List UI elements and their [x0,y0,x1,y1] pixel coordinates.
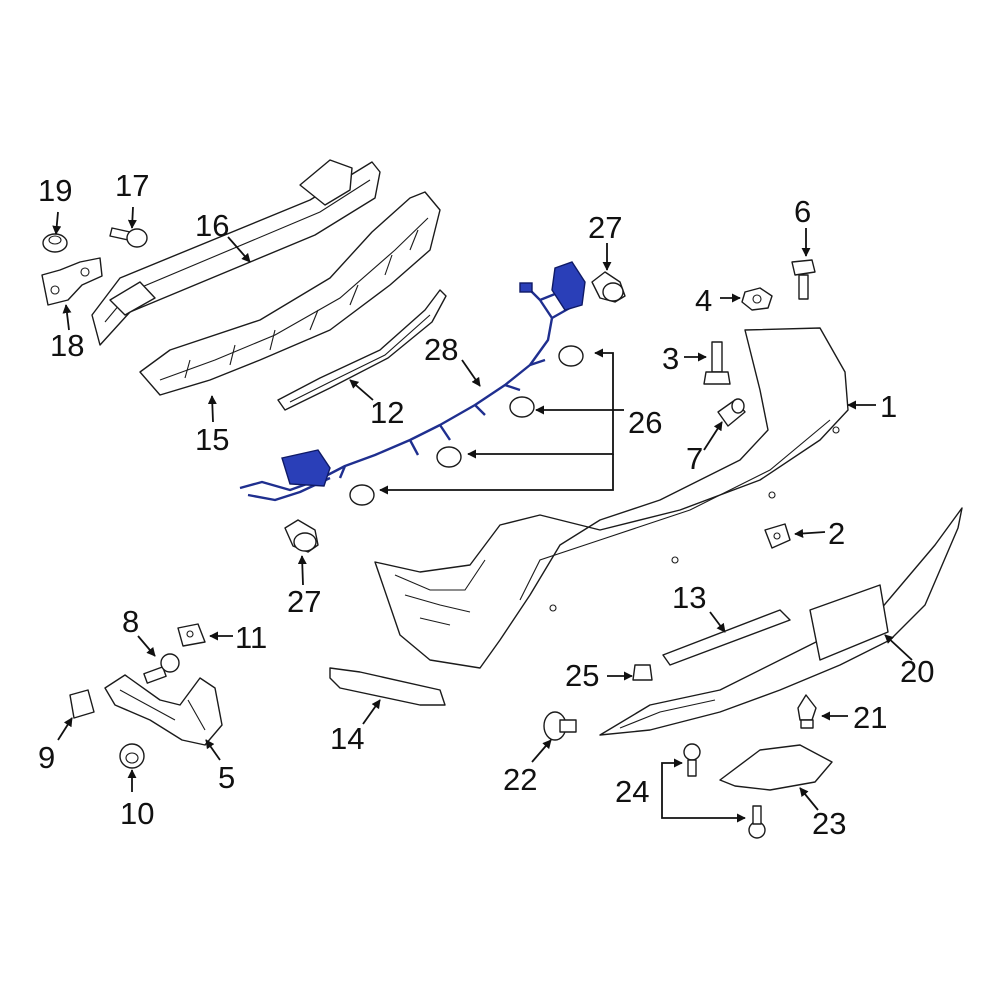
callout-5: 5 [218,760,236,795]
part-17-bolt [109,227,148,248]
callout-23: 23 [812,806,847,841]
callout-15: 15 [195,422,230,457]
callout-1: 1 [880,389,898,424]
part-8-bolt [143,653,180,684]
callout-20: 20 [900,654,935,689]
callout-8: 8 [122,604,140,639]
callout-4: 4 [695,283,713,318]
callout-21: 21 [853,700,888,735]
part-18-bracket [41,257,103,306]
callout-24: 24 [615,774,650,809]
callout-10: 10 [120,796,155,831]
callout-27-lower: 27 [287,584,322,619]
callout-9: 9 [38,740,56,775]
part-3-stud-bolt [703,341,731,385]
part-23-reflector [719,744,833,791]
callout-27-upper: 27 [588,210,623,245]
callout-14: 14 [330,721,365,756]
part-2-clip [764,523,791,549]
part-1-bumper-cover [374,327,849,669]
callout-19: 19 [38,173,73,208]
callout-17: 17 [115,168,150,203]
part-21-push-clip [797,694,817,729]
part-9-clip [69,689,95,719]
callout-26: 26 [628,405,663,440]
part-22-grommet [543,711,577,741]
leader-lines [52,206,913,823]
part-25-clip [632,664,653,681]
callout-12: 12 [370,395,405,430]
harness-connector-left [281,449,331,487]
part-5-bracket [104,674,223,746]
part-14-reflector [329,667,446,706]
part-4-nut [741,287,773,311]
part-19-nut [42,233,68,253]
part-15-energy-absorber [139,191,441,396]
part-24-bolts [683,743,766,839]
callout-6: 6 [794,194,812,229]
part-11-clip [177,623,206,647]
callout-2: 2 [828,516,846,551]
callout-18: 18 [50,328,85,363]
callout-25: 25 [565,658,600,693]
part-16-reinforcement-bar [91,159,381,346]
callout-22: 22 [503,762,538,797]
part-27-sensor-upper [591,271,626,303]
part-20-lower-valance [599,507,963,736]
part-10-grommet [119,743,145,769]
callout-11: 11 [235,620,268,655]
part-13-trim-strip [662,609,791,666]
part-12-bracket-strip [277,289,447,411]
callout-7: 7 [686,441,704,476]
part-26-parking-sensors [349,345,584,506]
part-7-grommet [717,398,746,427]
harness-connector-right [551,261,586,311]
part-27-sensor-lower [284,519,319,553]
callout-16: 16 [195,208,230,243]
callout-28: 28 [424,332,459,367]
callout-3: 3 [662,341,680,376]
part-6-bolt [791,259,816,300]
callout-13: 13 [672,580,707,615]
part-28-wiring-harness [239,261,586,502]
